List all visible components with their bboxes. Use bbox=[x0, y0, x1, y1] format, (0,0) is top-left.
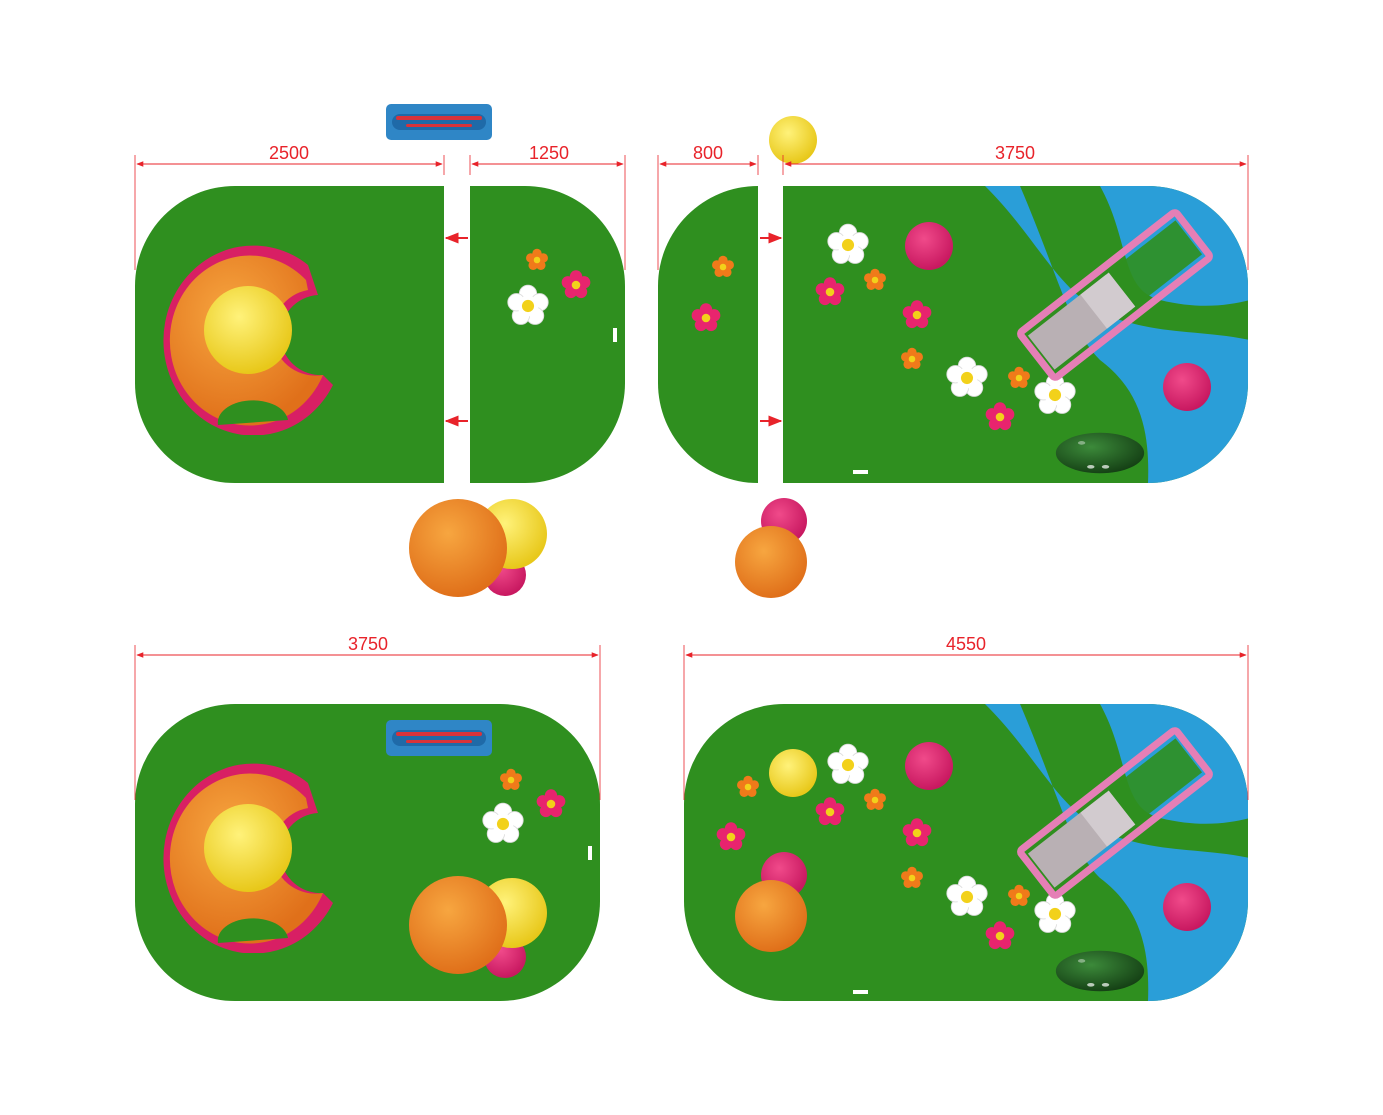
ball-seat-icon bbox=[735, 880, 807, 952]
pad-bottom-right bbox=[684, 704, 1248, 1001]
pad-top-left bbox=[135, 186, 625, 483]
ball-seat-icon bbox=[735, 526, 807, 598]
dimension-bottom-right: 4550 bbox=[683, 634, 1249, 800]
turtle-shell-icon bbox=[1055, 432, 1145, 474]
ball-seat-icon bbox=[769, 116, 817, 164]
pad-right-section bbox=[470, 186, 625, 483]
turtle-shell-icon bbox=[1055, 950, 1145, 992]
marker-tick bbox=[853, 990, 868, 994]
dimension-bottom-left: 3750 bbox=[134, 634, 601, 800]
dimension-label: 2500 bbox=[269, 143, 309, 163]
ball-seat-icon bbox=[1163, 363, 1211, 411]
play-panel-icon bbox=[386, 720, 492, 756]
dimension-label: 4550 bbox=[946, 634, 986, 654]
dimension-label: 1250 bbox=[529, 143, 569, 163]
ball-cluster-top-right bbox=[735, 498, 807, 598]
ball-seat-icon bbox=[409, 499, 507, 597]
ball-seat-icon bbox=[905, 742, 953, 790]
pad-bottom-left bbox=[135, 704, 600, 1001]
play-panel-icon bbox=[386, 104, 492, 140]
ball-seat-icon bbox=[409, 876, 507, 974]
dimension-label: 3750 bbox=[348, 634, 388, 654]
marker-tick bbox=[613, 328, 617, 342]
ball-seat-icon bbox=[1163, 883, 1211, 931]
pad-left-section bbox=[658, 186, 758, 483]
pad-top-right bbox=[658, 186, 1248, 483]
dimension-top-left: 2500 1250 bbox=[134, 143, 626, 270]
marker-tick bbox=[588, 846, 592, 860]
dimension-label: 3750 bbox=[995, 143, 1035, 163]
marker-tick bbox=[853, 470, 868, 474]
dimension-top-right: 800 3750 bbox=[657, 143, 1249, 270]
dimension-label: 800 bbox=[693, 143, 723, 163]
ball-seat-icon bbox=[905, 222, 953, 270]
ball-cluster-top-left bbox=[409, 499, 547, 597]
ball-seat-icon bbox=[769, 749, 817, 797]
